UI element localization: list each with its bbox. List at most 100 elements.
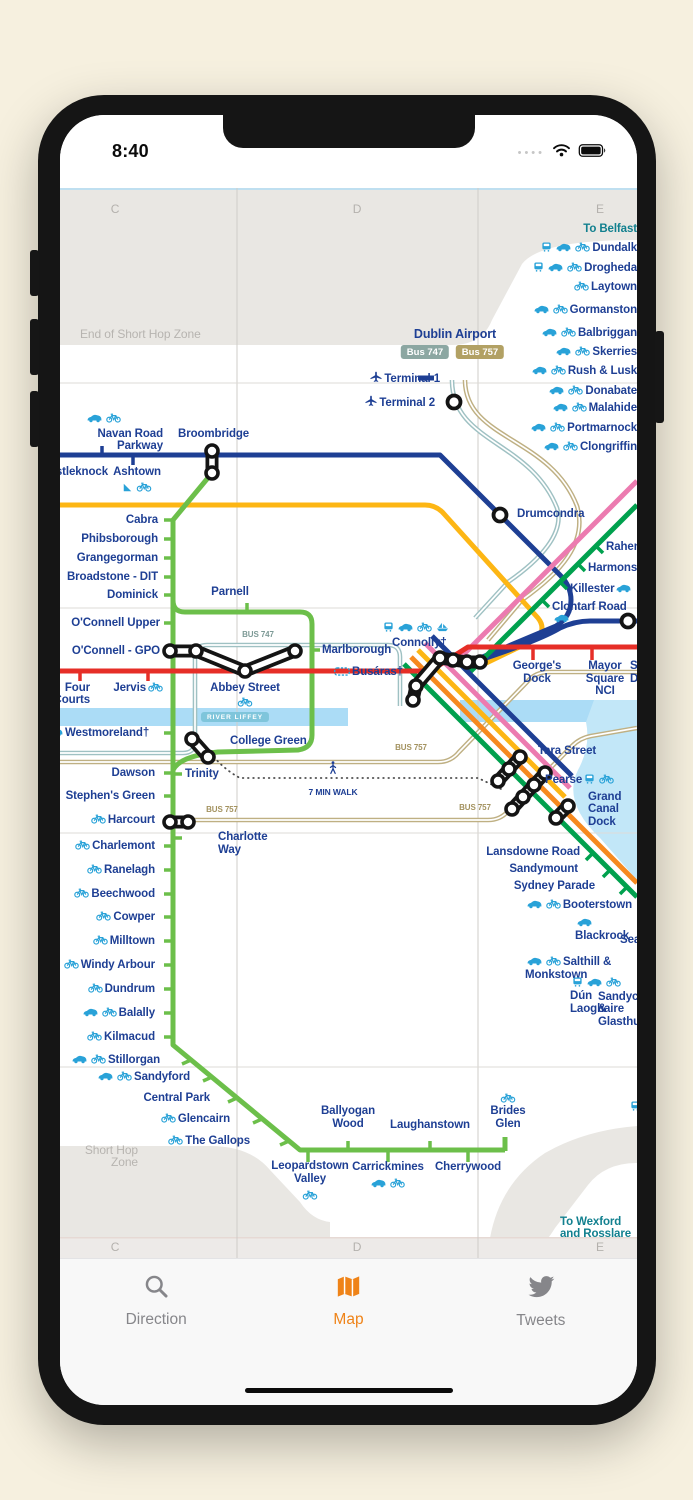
- interchange-station: [162, 814, 178, 830]
- walk-route-dotted: [213, 756, 504, 791]
- station-label: Grand Canal Dock: [588, 791, 637, 829]
- station-label: E: [596, 1240, 604, 1254]
- volume-down-button[interactable]: [30, 391, 39, 447]
- station-name: Cherrywood: [434, 1160, 502, 1173]
- station-label: Sandymount: [509, 863, 578, 876]
- car-icon: [542, 327, 557, 341]
- train-icon: [541, 241, 552, 256]
- station-name: Dundrum: [104, 982, 156, 995]
- wifi-icon: [552, 143, 571, 162]
- bike-icon: [390, 1178, 405, 1192]
- transit-line: [409, 655, 637, 885]
- station-label: Ballyogan Wood: [321, 1105, 375, 1130]
- station-name: Gormanston: [569, 303, 637, 316]
- bike-icon: [561, 327, 576, 341]
- transit-line: [170, 471, 505, 1153]
- interchange-station: [162, 643, 178, 659]
- station-name: Terminal 2: [379, 396, 435, 409]
- station-label: George's Dock: [513, 660, 562, 685]
- station-name: Stephen's Green: [65, 789, 156, 802]
- tab-tweets[interactable]: Tweets: [445, 1273, 637, 1405]
- cellular-signal-icon: ••••: [517, 146, 545, 159]
- station-label: Gormanston: [532, 304, 637, 318]
- station-label: Blackrock: [575, 917, 637, 943]
- car-icon: [554, 613, 569, 627]
- station-label: Lansdowne Road: [486, 846, 580, 859]
- station-tick: [558, 580, 569, 591]
- station-label: Stephen's Green: [65, 789, 156, 803]
- station-name: George's Dock: [512, 660, 562, 685]
- tab-label: Tweets: [516, 1312, 566, 1329]
- tab-label: Map: [333, 1311, 364, 1328]
- station-name: Phibsborough: [81, 532, 158, 545]
- station-name: Terminal 1: [384, 372, 440, 385]
- station-label: Brides Glen: [490, 1105, 525, 1130]
- walk-icon: [329, 760, 338, 779]
- station-name: College Green: [230, 734, 307, 747]
- power-button[interactable]: [655, 331, 664, 423]
- dublin-bay: [573, 700, 637, 880]
- tab-direction[interactable]: Direction: [60, 1273, 252, 1405]
- bus-route-core: [451, 379, 560, 619]
- interchange-link-core: [167, 648, 298, 674]
- station-icon-group: [327, 760, 340, 779]
- station-name: Castleknock: [60, 465, 108, 478]
- bike-icon: [75, 840, 90, 854]
- station-label: Salthill & Monkstown: [525, 956, 637, 982]
- station-name: Stillorgan: [107, 1053, 160, 1066]
- station-name: Raheny: [606, 540, 637, 553]
- station-icon-group: [236, 697, 255, 711]
- station-icon-group: [369, 1178, 407, 1192]
- station-label: C: [110, 201, 120, 216]
- interchange-station: [515, 789, 531, 805]
- station-label: O'Connell - GPO: [72, 645, 160, 658]
- tab-map[interactable]: Map: [252, 1273, 444, 1405]
- station-name: Parnell: [211, 585, 249, 598]
- car-icon: [587, 977, 602, 991]
- bike-icon: [546, 899, 561, 913]
- station-tick: [181, 1058, 192, 1066]
- station-label: Marlborough: [322, 644, 391, 657]
- station-name: C: [110, 1239, 120, 1254]
- station-name: Drogheda: [584, 261, 637, 274]
- station-name: Mayor Square NCI: [585, 660, 625, 697]
- station-name: Jervis: [113, 681, 146, 694]
- mute-switch[interactable]: [30, 250, 39, 296]
- station-label: Leopardstown Valley: [271, 1160, 348, 1185]
- station-name: BUS 747: [242, 629, 274, 639]
- station-label: Central Park: [143, 1092, 210, 1105]
- car-icon: [371, 1178, 386, 1192]
- station-label: Dundalk: [539, 242, 637, 256]
- station-name: Charlemont: [92, 839, 155, 852]
- station-name: The Gallops: [185, 1134, 250, 1147]
- station-name: Killester: [570, 582, 615, 595]
- station-name: D: [352, 201, 362, 216]
- station-label: College Green: [230, 735, 307, 748]
- home-indicator[interactable]: [244, 1387, 453, 1393]
- car-icon: [531, 422, 546, 436]
- station-label: Stillorgan: [70, 1054, 160, 1068]
- boat-icon: [436, 622, 449, 636]
- volume-up-button[interactable]: [30, 319, 39, 375]
- station-label: The Gallops: [166, 1135, 250, 1149]
- zone-southwest: [60, 1146, 330, 1238]
- station-name: C: [110, 201, 120, 216]
- station-icon-group: [499, 1093, 518, 1107]
- station-label: BUS 747: [242, 629, 274, 642]
- station-label: Charlotte Way: [218, 831, 268, 856]
- bike-icon: [148, 682, 163, 696]
- bike-icon: [87, 983, 103, 997]
- station-name: Connolly†: [392, 636, 447, 649]
- station-name: Short Hop Zone: [84, 1142, 138, 1169]
- station-tick: [252, 1117, 263, 1125]
- station-name: Seapoint: [620, 933, 637, 946]
- station-label: Spencer Dock: [630, 660, 637, 685]
- station-label: Sandyford: [96, 1071, 190, 1085]
- station-icon-group: [628, 1100, 637, 1115]
- station-label: Cowper: [94, 911, 155, 925]
- station-label: Broadstone - DIT: [67, 571, 158, 584]
- station-name: Balbriggan: [577, 326, 637, 339]
- station-name: O'Connell Upper: [71, 616, 160, 629]
